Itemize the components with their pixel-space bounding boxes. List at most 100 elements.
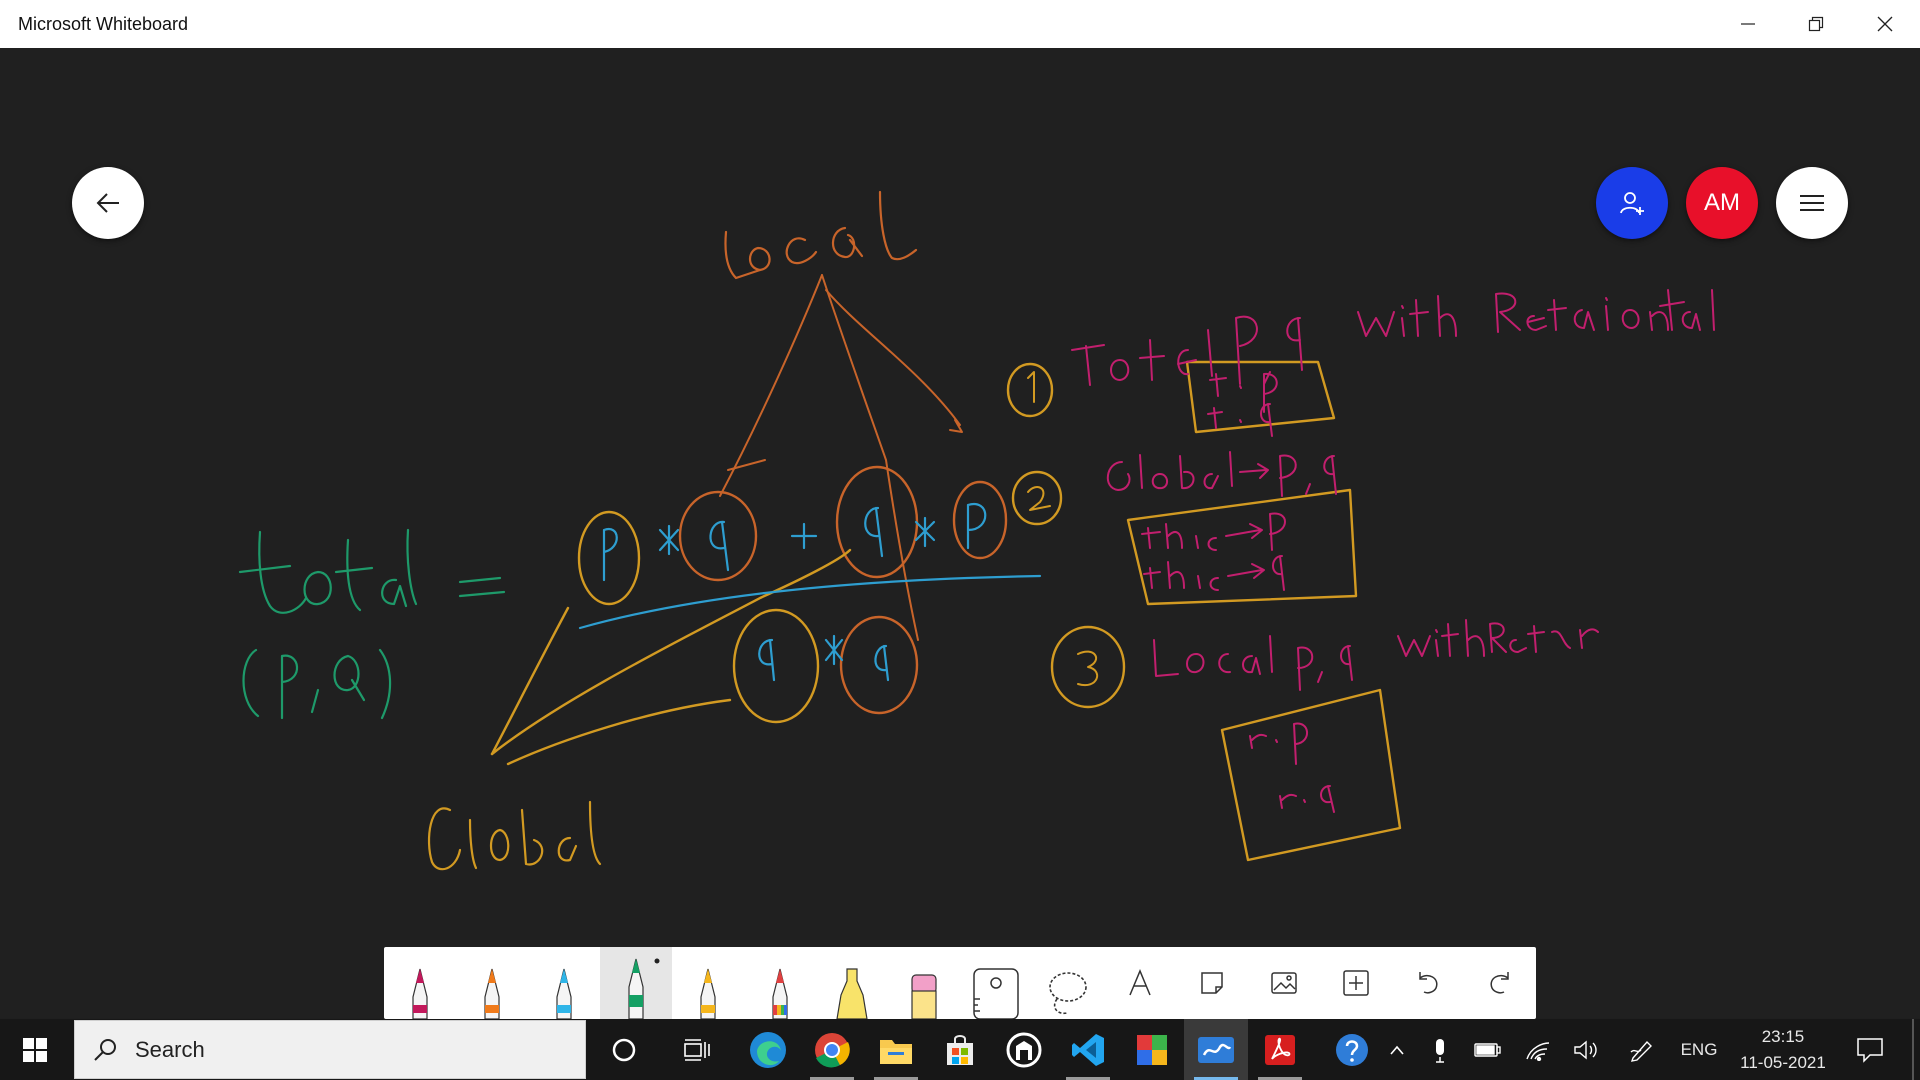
pen-icon: [628, 958, 660, 1019]
cortana-button[interactable]: [592, 1019, 656, 1080]
winrar-icon: [1137, 1034, 1167, 1065]
windows-logo-icon: [23, 1037, 47, 1062]
acrobat-icon: [1265, 1034, 1295, 1065]
store-app[interactable]: [928, 1019, 992, 1080]
rainbow-pen-icon: [772, 968, 788, 1019]
image-icon: [1271, 972, 1297, 994]
ruler-tool[interactable]: [960, 947, 1032, 1019]
help-app[interactable]: [1320, 1019, 1384, 1080]
note-tool[interactable]: [1176, 947, 1248, 1019]
wifi-icon: [1526, 1041, 1550, 1061]
cortana-icon: [612, 1038, 636, 1061]
pen-rainbow-tool[interactable]: [744, 947, 816, 1019]
pen-icon: [484, 968, 500, 1019]
restore-button[interactable]: [1781, 0, 1850, 48]
task-view-icon: [684, 1038, 710, 1061]
pen-green-tool[interactable]: [600, 947, 672, 1019]
note-icon: [1201, 972, 1223, 994]
winrar-app[interactable]: [1120, 1019, 1184, 1080]
show-desktop-button[interactable]: [1912, 1019, 1914, 1080]
minimize-button[interactable]: [1713, 0, 1782, 48]
app-running-indicator: [874, 1077, 918, 1080]
close-icon: [1877, 16, 1892, 32]
vscode-icon: [1072, 1033, 1104, 1066]
redo-icon: [1490, 972, 1509, 994]
image-tool[interactable]: [1248, 947, 1320, 1019]
pen-yellow-tool[interactable]: [672, 947, 744, 1019]
edge-app[interactable]: [736, 1019, 800, 1080]
help-icon: [1336, 1033, 1368, 1066]
search-box[interactable]: Search: [74, 1020, 586, 1079]
pen-icon: [700, 968, 716, 1019]
edge-icon: [750, 1031, 786, 1068]
notifications-button[interactable]: [1840, 1019, 1900, 1080]
arrow-left-icon: [96, 193, 119, 213]
volume-tray[interactable]: [1564, 1019, 1608, 1080]
taskbar: Search: [0, 1019, 1920, 1080]
folder-icon: [880, 1039, 912, 1064]
restore-icon: [1808, 16, 1823, 32]
whiteboard-canvas[interactable]: AM: [0, 48, 1920, 1018]
add-box-icon: [1343, 970, 1369, 996]
title-bar: Microsoft Whiteboard: [0, 0, 1920, 48]
app-running-indicator: [1258, 1077, 1302, 1080]
highlighter-tool[interactable]: [816, 947, 888, 1019]
clock-time: 23:15: [1761, 1026, 1805, 1046]
ink-toolbar: [384, 947, 1536, 1019]
wifi-tray[interactable]: [1516, 1019, 1560, 1080]
pen-workspace-icon: [1630, 1040, 1652, 1062]
pen-cyan-tool[interactable]: [528, 947, 600, 1019]
app-running-indicator: [810, 1077, 854, 1080]
hamburger-icon: [1800, 195, 1824, 211]
tray-overflow-button[interactable]: [1380, 1019, 1414, 1080]
menu-button[interactable]: [1776, 167, 1848, 239]
lasso-icon: [1049, 972, 1087, 1015]
start-button[interactable]: [0, 1019, 70, 1080]
highlighter-icon: [836, 968, 868, 1019]
close-button[interactable]: [1850, 0, 1919, 48]
redo-button[interactable]: [1464, 947, 1536, 1019]
ink-drawing: [238, 190, 1715, 871]
github-icon: [1006, 1032, 1042, 1067]
lasso-tool[interactable]: [1032, 947, 1104, 1019]
chevron-up-icon: [1390, 1045, 1404, 1055]
chrome-app[interactable]: [800, 1019, 864, 1080]
invite-button[interactable]: [1596, 167, 1668, 239]
minimize-icon: [1740, 23, 1755, 25]
eraser-tool[interactable]: [888, 947, 960, 1019]
pen-icon: [556, 968, 572, 1019]
battery-icon: [1474, 1042, 1501, 1057]
text-tool[interactable]: [1104, 947, 1176, 1019]
search-placeholder: Search: [135, 1036, 205, 1062]
insert-tool[interactable]: [1320, 947, 1392, 1019]
whiteboard-app[interactable]: [1184, 1019, 1248, 1080]
back-button[interactable]: [72, 167, 144, 239]
notification-icon: [1857, 1037, 1883, 1063]
profile-avatar[interactable]: AM: [1686, 167, 1758, 239]
microphone-icon: [1436, 1038, 1444, 1063]
text-icon: [1129, 969, 1151, 996]
github-desktop-app[interactable]: [992, 1019, 1056, 1080]
task-view-button[interactable]: [664, 1019, 728, 1080]
microphone-tray[interactable]: [1418, 1019, 1462, 1080]
acrobat-app[interactable]: [1248, 1019, 1312, 1080]
undo-button[interactable]: [1392, 947, 1464, 1019]
app-active-indicator: [1194, 1077, 1238, 1080]
pen-icon: [412, 968, 428, 1019]
ruler-icon: [973, 968, 1019, 1019]
pen-magenta-tool[interactable]: [384, 947, 456, 1019]
whiteboard-icon: [1198, 1036, 1234, 1063]
pen-orange-tool[interactable]: [456, 947, 528, 1019]
chrome-icon: [815, 1032, 850, 1067]
pen-workspace-tray[interactable]: [1620, 1019, 1664, 1080]
clock[interactable]: 23:15 11-05-2021: [1728, 1019, 1838, 1080]
language-indicator[interactable]: ENG: [1680, 1039, 1718, 1059]
battery-tray[interactable]: [1466, 1019, 1510, 1080]
vscode-app[interactable]: [1056, 1019, 1120, 1080]
store-icon: [947, 1034, 973, 1065]
add-person-icon: [1620, 192, 1644, 215]
app-title: Microsoft Whiteboard: [18, 14, 189, 34]
eraser-icon: [911, 974, 937, 1019]
undo-icon: [1419, 972, 1438, 994]
file-explorer-app[interactable]: [864, 1019, 928, 1080]
